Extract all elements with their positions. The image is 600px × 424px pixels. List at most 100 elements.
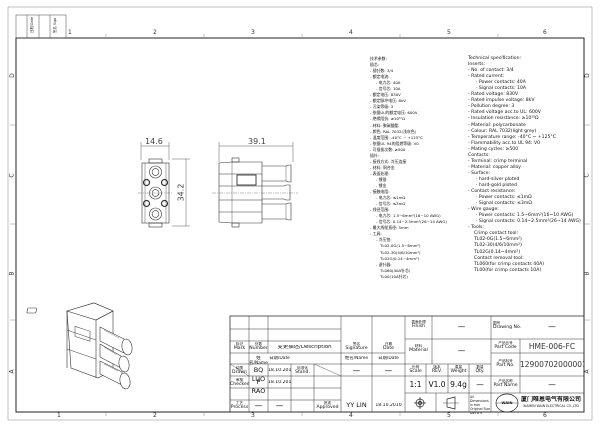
spec-cn-line: - 信号芯: 0.14~2.5mm²(26~14 AWG) bbox=[376, 219, 447, 225]
zone-col-2-bottom: 2 bbox=[153, 412, 157, 419]
zone-col-6: 6 bbox=[543, 29, 547, 36]
zone-col-3-bottom: 3 bbox=[251, 412, 255, 419]
spec-en-line: Inserts: bbox=[468, 62, 486, 68]
company-logo-text: WAIN bbox=[501, 401, 513, 405]
standard-date: — bbox=[384, 366, 393, 375]
col-date: 日期/Date bbox=[269, 356, 290, 361]
spec-cn-line: TL00(10A针芯) bbox=[380, 273, 408, 279]
spec-en-line: · hard-gold ploted bbox=[476, 182, 517, 188]
spec-cn-line: - 工具: bbox=[370, 231, 382, 237]
approved-name: YY LIN bbox=[346, 401, 367, 409]
spec-cn-line: - 依据UL的额定电压: 600V bbox=[370, 110, 418, 116]
company-name-en: XIAMEN WAIN ELECTRICAL CO.,LTD bbox=[523, 404, 579, 408]
spec-cn-line: - 最大线缆直径: 5mm bbox=[370, 225, 409, 231]
spec-cn-line: - 温度范围: -40°C ~ +125°C bbox=[370, 134, 423, 140]
spec-cn-line: TL02-0G(1.5~6mm²) bbox=[380, 243, 421, 249]
spec-cn-line: - 绝缘阻抗: ≥10¹⁰Ω bbox=[370, 116, 406, 122]
approved-date: 18.10.2010 bbox=[375, 403, 402, 408]
col-name: 姓名/Name bbox=[249, 356, 268, 366]
spec-cn-line: - 退针器: bbox=[376, 261, 392, 267]
spec-en-line: - Surface: bbox=[468, 170, 491, 176]
spec-cn-line: - 镀金 bbox=[376, 182, 387, 188]
corner-date-label: 日期/Date bbox=[30, 16, 34, 33]
spec-cn-line: - 颜色: RAL 7032(浅灰色) bbox=[370, 128, 417, 134]
company-logo-icon bbox=[495, 393, 519, 413]
spec-cn-line: - 材料: 聚碳酸酯 bbox=[370, 122, 399, 128]
corner-sign-label: 签名 Sign bbox=[53, 17, 57, 33]
zone-col-2: 2 bbox=[153, 29, 157, 36]
spec-en-line: · Power contacts: 40A bbox=[476, 80, 526, 86]
spec-cn-line: - 插针数: 3/4 bbox=[370, 68, 394, 74]
spec-en-line: - Material: copper alloy bbox=[468, 164, 522, 170]
dimension-note-line: Original Size DIN A 4 bbox=[470, 407, 491, 415]
isometric-view bbox=[26, 302, 133, 390]
company-name-cn: 厦门唯恩电气有限公司 bbox=[520, 396, 581, 403]
spec-cn-line: 插芯: bbox=[370, 62, 380, 68]
spec-en-line: - Rated voltage: 830V bbox=[468, 92, 519, 98]
col-name-2: 姓名/Name bbox=[344, 356, 369, 361]
spec-cn-line: - 额定电流: bbox=[370, 74, 390, 80]
checked-name: P RAO bbox=[251, 378, 266, 395]
spec-cn-line: TL060(40A针芯) bbox=[380, 267, 411, 273]
spec-english: Technical specification: Inserts: - No. … bbox=[468, 56, 581, 274]
spec-en-line: Technical specification: bbox=[468, 56, 522, 61]
spec-en-line: - Tools: bbox=[468, 225, 484, 231]
zone-col-5-bottom: 5 bbox=[447, 412, 451, 419]
dim-height-front: 34.2 bbox=[176, 183, 186, 202]
spec-en-line: · Signal contacts: 0.14~2.5mm²(26~14 AWG… bbox=[476, 219, 581, 225]
spec-cn-line: TL02G(0.14~4mm²) bbox=[380, 255, 420, 261]
front-view bbox=[138, 142, 190, 228]
process-name: — bbox=[254, 401, 263, 410]
scale-value: 1:1 bbox=[409, 380, 422, 389]
zone-col-4: 4 bbox=[349, 29, 353, 36]
spec-en-line: Contact removal tool: bbox=[474, 255, 524, 261]
spec-cn-line: - 接触电阻: bbox=[370, 189, 390, 195]
zone-col-1: 1 bbox=[68, 29, 72, 36]
spec-cn-line: - 依据UL 94的阻燃等级: V0 bbox=[370, 140, 419, 146]
zone-col-5: 5 bbox=[447, 29, 451, 36]
dimension-note: All Dimensions in mm Original Size DIN A… bbox=[469, 395, 492, 415]
dim-width-front: 14.6 bbox=[145, 137, 163, 146]
col-date-2: 日期/Date bbox=[378, 356, 399, 361]
spec-cn-line: 技术参数: bbox=[370, 56, 387, 61]
spec-en-line: - Wire gauge: bbox=[468, 207, 499, 213]
spec-en-line: - Pollution degree: 3 bbox=[468, 104, 515, 110]
spec-en-line: - Temperature range: -40°C ~ +125°C bbox=[468, 134, 556, 140]
zone-col-3: 3 bbox=[251, 29, 255, 36]
zone-row-d-right: D bbox=[583, 73, 591, 78]
spec-cn-line: - 电力芯: 40A bbox=[376, 80, 401, 86]
spec-en-line: · Signal contacts: 10A bbox=[476, 86, 527, 92]
spec-en-line: - Rated voltage acc.to UL: 600V bbox=[468, 110, 541, 116]
standard-name: — bbox=[352, 366, 361, 375]
spec-en-line: · hard-silver ploted bbox=[476, 176, 520, 182]
zone-row-b: B bbox=[8, 271, 16, 276]
spec-cn-line: - 材料: 铜合金 bbox=[370, 164, 395, 170]
rev-value: V1.0 bbox=[428, 380, 446, 389]
spec-en-line: - Mating cycles: ≥500 bbox=[468, 146, 519, 152]
qty-value: — bbox=[476, 380, 484, 389]
finish-value: — bbox=[457, 322, 466, 331]
spec-en-line: - No. of contact: 3/4 bbox=[468, 68, 514, 74]
spec-cn-line: - 镀银 bbox=[376, 176, 387, 182]
dimension-note-line: All Dimensions in mm bbox=[470, 395, 489, 407]
spec-en-line: · Power contacts: 1.5~6mm²(16~10 AWG) bbox=[476, 213, 574, 219]
part-code-value: HME-006-FC bbox=[528, 342, 576, 351]
spec-en-line: - Terminal: crimp terminal bbox=[468, 158, 528, 164]
